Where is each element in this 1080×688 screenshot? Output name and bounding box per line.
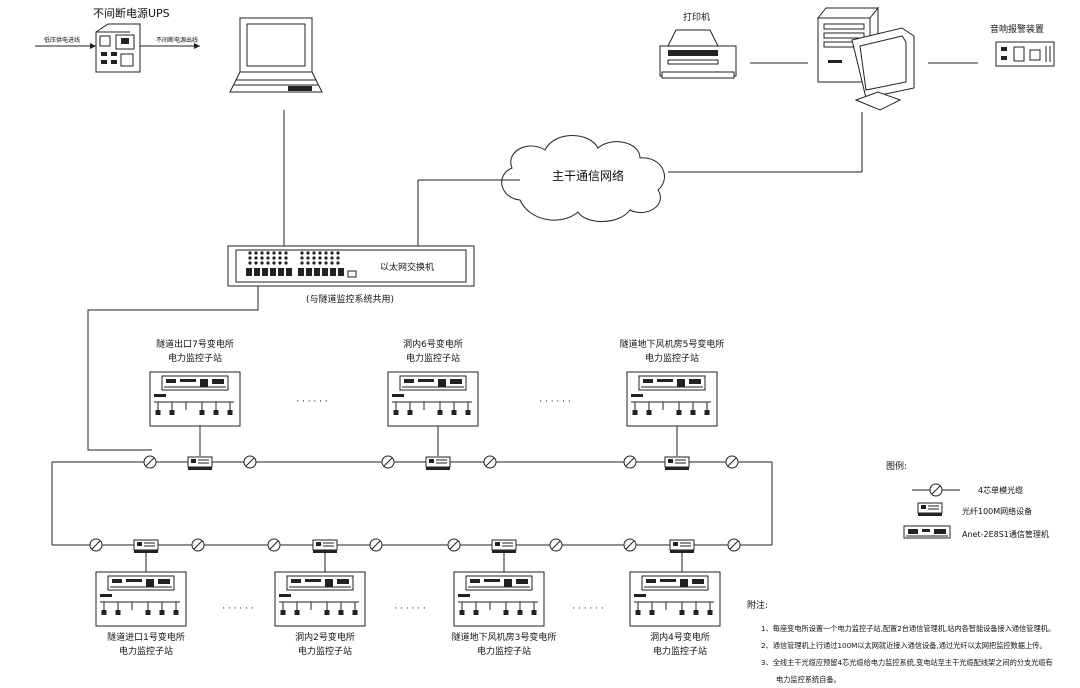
fiber-device-icon [425, 456, 451, 471]
cable-marker [549, 538, 563, 552]
ups-title: 不间断电源UPS [93, 6, 170, 20]
top-substation-3-name: 隧道地下风机房5号变电所 [620, 338, 725, 350]
top-substation-3-sub: 电力监控子站 [645, 352, 699, 364]
bottom-substation-1-sub: 电力监控子站 [119, 645, 173, 657]
cable-marker [725, 455, 739, 469]
legend-title: 图例: [886, 460, 907, 472]
bottom-substation-1-name: 隧道进口1号变电所 [107, 631, 185, 643]
ellipsis-bottom-3: · · · · · · [572, 604, 603, 614]
cable-marker [89, 538, 103, 552]
substation-top-3 [626, 371, 718, 456]
fiber-ring [51, 461, 773, 546]
ups-input-label: 低压供电进线 [44, 36, 80, 44]
legend-cable-label: 4芯单模光缆 [978, 485, 1023, 495]
computer-workstation-icon [816, 6, 915, 111]
network-cloud-icon [501, 135, 665, 222]
ups-output-label: 不间断电源出线 [156, 36, 198, 44]
substation-bottom-1 [95, 553, 187, 627]
fiber-device-icon [312, 539, 338, 554]
cable-marker [143, 455, 157, 469]
substation-bottom-4 [629, 553, 721, 627]
substation-top-2 [387, 371, 479, 456]
cable-marker [381, 455, 395, 469]
top-substation-2-name: 洞内6号变电所 [403, 338, 463, 350]
laptop-icon [229, 17, 323, 93]
legend: 图例: 4芯单模光缆 光纤100M网络设备 Anet-2E8S1通信管理机 [886, 460, 1049, 539]
alarm-device-icon [995, 41, 1055, 67]
substation-bottom-3 [453, 553, 545, 627]
ethernet-switch-icon [227, 245, 475, 287]
top-substation-1-sub: 电力监控子站 [168, 352, 222, 364]
fiber-device-icon [133, 539, 159, 554]
bottom-substation-2-sub: 电力监控子站 [298, 645, 352, 657]
legend-comm-manager-label: Anet-2E8S1通信管理机 [962, 529, 1049, 539]
printer-label: 打印机 [683, 11, 710, 23]
alarm-label: 音响报警装置 [990, 23, 1044, 35]
ellipsis-top-2: · · · · · · [539, 397, 570, 407]
legend-cable-icon [929, 483, 943, 497]
legend-fiber-device-label: 光纤100M网络设备 [962, 506, 1032, 516]
network-label: 主干通信网络 [552, 168, 624, 183]
ellipsis-bottom-1: · · · · · · [222, 604, 253, 614]
legend-fiber-device-icon [917, 502, 943, 517]
cable-marker [623, 538, 637, 552]
legend-comm-manager-icon [903, 525, 951, 539]
fiber-device-icon [669, 539, 695, 554]
cable-marker [267, 538, 281, 552]
printer-icon [659, 29, 737, 79]
fiber-device-icon [491, 539, 517, 554]
substation-top-1 [149, 371, 241, 456]
top-substation-2-sub: 电力监控子站 [406, 352, 460, 364]
top-substation-1-name: 隧道出口7号变电所 [156, 338, 234, 350]
switch-label: 以太网交换机 [380, 261, 434, 273]
cable-marker [447, 538, 461, 552]
bottom-substation-4-sub: 电力监控子站 [653, 645, 707, 657]
cable-marker [623, 455, 637, 469]
fiber-device-icon [187, 456, 213, 471]
note-3: 3、全线主干光缆应预留4芯光缆给电力监控系统,变电站至主干光缆配线架之间的分支光… [761, 658, 1053, 667]
bottom-substation-3-sub: 电力监控子站 [477, 645, 531, 657]
notes: 附注: 1、每座变电所设置一个电力监控子站,配置2台通信管理机,站内各智能设备接… [747, 599, 1055, 684]
cable-marker [483, 455, 497, 469]
switch-note: (与隧道监控系统共用) [306, 293, 394, 305]
ups-device: 不间断电源UPS 低压供电进线 不间断电源出线 [35, 6, 200, 73]
ellipsis-bottom-2: · · · · · · [394, 604, 425, 614]
bottom-substation-2-name: 洞内2号变电所 [295, 631, 355, 643]
substation-bottom-2 [274, 553, 366, 627]
bottom-substation-4-name: 洞内4号变电所 [650, 631, 710, 643]
note-3-continuation: 电力监控系统自备。 [776, 675, 841, 684]
cable-marker [243, 455, 257, 469]
cable-marker [727, 538, 741, 552]
note-1: 1、每座变电所设置一个电力监控子站,配置2台通信管理机,站内各智能设备接入通信管… [761, 624, 1055, 633]
bottom-substation-3-name: 隧道地下风机房3号变电所 [452, 631, 557, 643]
cable-marker [191, 538, 205, 552]
cable-marker [369, 538, 383, 552]
fiber-device-icon [664, 456, 690, 471]
notes-title: 附注: [747, 599, 768, 611]
note-2: 2、通信管理机上行通过100M以太网就近接入通信设备,通过光纤以太网把监控数据上… [761, 641, 1047, 650]
ellipsis-top-1: · · · · · · [296, 397, 327, 407]
